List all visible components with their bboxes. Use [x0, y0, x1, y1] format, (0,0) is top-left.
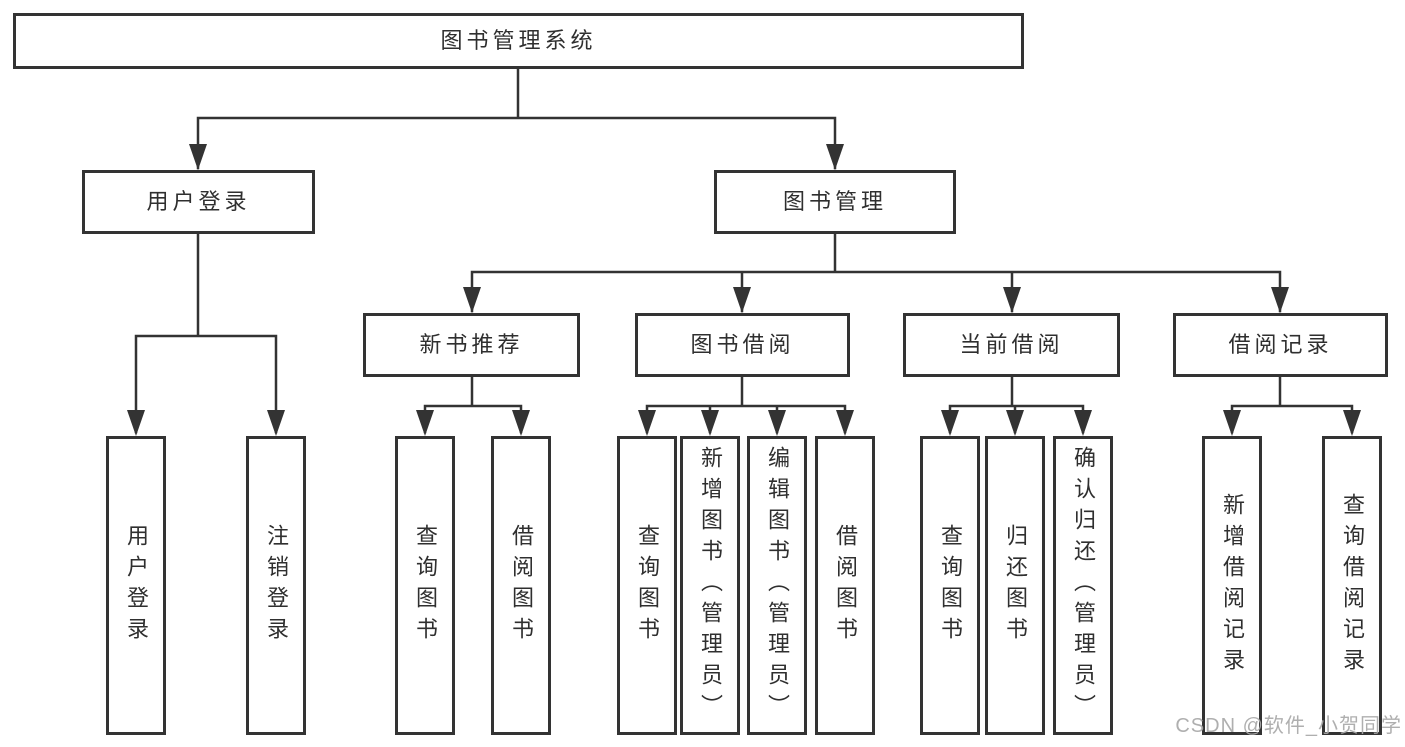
leaf-add-books-admin: 新增图书（管理员） [680, 436, 740, 735]
leaf-borrow-books: 借阅图书 [815, 436, 875, 735]
node-book-management-module: 图书管理 [714, 170, 956, 234]
leaf-logout: 注销登录 [246, 436, 306, 735]
node-system-root: 图书管理系统 [13, 13, 1024, 69]
node-current-borrow: 当前借阅 [903, 313, 1120, 377]
leaf-query-borrow-record: 查询借阅记录 [1322, 436, 1382, 735]
node-borrow-records: 借阅记录 [1173, 313, 1388, 377]
node-new-book-recommend: 新书推荐 [363, 313, 580, 377]
leaf-return-books: 归还图书 [985, 436, 1045, 735]
leaf-edit-books-admin: 编辑图书（管理员） [747, 436, 807, 735]
leaf-confirm-return-admin: 确认归还（管理员） [1053, 436, 1113, 735]
leaf-add-borrow-record: 新增借阅记录 [1202, 436, 1262, 735]
node-user-login-module: 用户登录 [82, 170, 315, 234]
csdn-watermark: CSDN @软件_小贺同学 [1175, 715, 1402, 737]
node-book-borrow: 图书借阅 [635, 313, 850, 377]
leaf-recommend-borrow-books: 借阅图书 [491, 436, 551, 735]
leaf-current-query-books: 查询图书 [920, 436, 980, 735]
leaf-user-login: 用户登录 [106, 436, 166, 735]
leaf-borrow-query-books: 查询图书 [617, 436, 677, 735]
leaf-recommend-query-books: 查询图书 [395, 436, 455, 735]
